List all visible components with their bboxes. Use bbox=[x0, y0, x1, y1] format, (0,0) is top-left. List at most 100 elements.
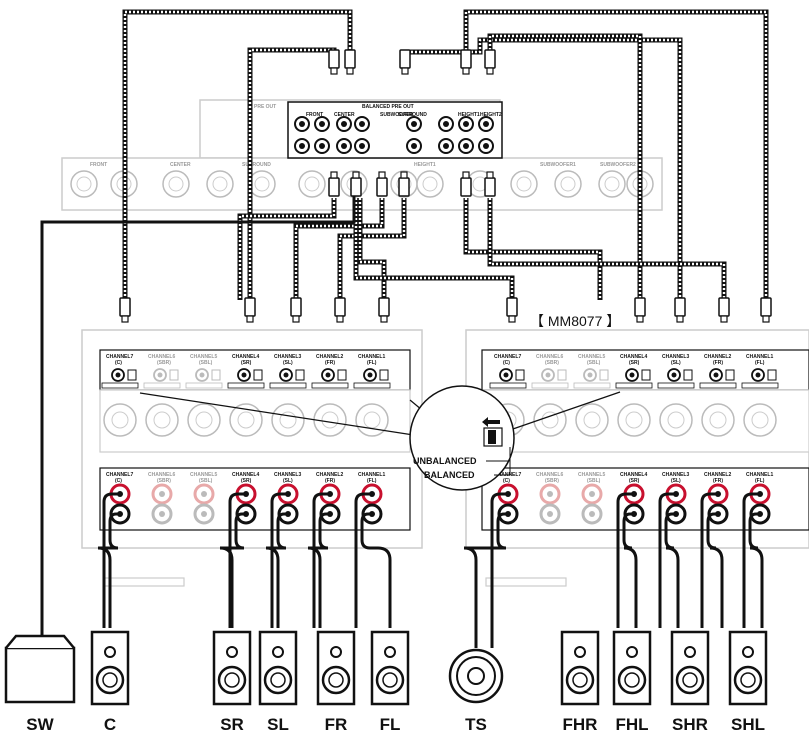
preamp-rca-jack[interactable] bbox=[478, 138, 494, 154]
preamp-rca-jack[interactable] bbox=[354, 116, 370, 132]
switch-label-plate bbox=[269, 382, 307, 389]
preamp-rca-jack[interactable] bbox=[438, 116, 454, 132]
input-rca-jack[interactable] bbox=[709, 368, 723, 382]
balanced-switch[interactable] bbox=[337, 369, 347, 381]
input-rca-jack[interactable] bbox=[237, 368, 251, 382]
channel-name: CHANNEL5 bbox=[578, 354, 605, 360]
preamp-rca-jack[interactable] bbox=[406, 138, 422, 154]
balanced-switch[interactable] bbox=[641, 369, 651, 381]
preamp-rca-jack[interactable] bbox=[458, 138, 474, 154]
speaker-post-negative[interactable] bbox=[539, 503, 561, 525]
speaker-post-positive[interactable] bbox=[581, 483, 603, 505]
speaker-sl[interactable] bbox=[258, 630, 298, 706]
speaker-ts[interactable] bbox=[448, 648, 504, 704]
balanced-switch[interactable] bbox=[379, 369, 389, 381]
callout-unbalanced-label: UNBALANCED bbox=[413, 456, 477, 466]
preamp-rca-jack[interactable] bbox=[406, 116, 422, 132]
xlr-input-jack[interactable] bbox=[743, 403, 777, 437]
balanced-switch[interactable] bbox=[127, 369, 137, 381]
speaker-sw[interactable] bbox=[4, 634, 76, 704]
speaker-fr[interactable] bbox=[316, 630, 356, 706]
channel-sub: (FR) bbox=[713, 360, 723, 366]
amp-channel: CHANNEL6(SBR)CHANNEL6(SBR) bbox=[531, 354, 569, 525]
input-rca-jack[interactable] bbox=[279, 368, 293, 382]
xlr-input-jack[interactable] bbox=[145, 403, 179, 437]
speaker-post-negative[interactable] bbox=[151, 503, 173, 525]
channel-name: CHANNEL4 bbox=[620, 354, 647, 360]
xlr-input-jack[interactable] bbox=[617, 403, 651, 437]
xlr-input-jack[interactable] bbox=[701, 403, 735, 437]
rca-plug bbox=[506, 297, 518, 323]
balanced-switch[interactable] bbox=[295, 369, 305, 381]
speaker-c[interactable] bbox=[90, 630, 130, 706]
xlr-input-jack[interactable] bbox=[575, 403, 609, 437]
switch-label-plate bbox=[101, 382, 139, 389]
rca-cable-braid bbox=[338, 198, 406, 300]
preamp-rca-jack[interactable] bbox=[294, 138, 310, 154]
switch-knob bbox=[488, 430, 496, 444]
channel-sub: (C) bbox=[115, 478, 122, 484]
balanced-switch[interactable] bbox=[767, 369, 777, 381]
preamp-rca-jack[interactable] bbox=[294, 116, 310, 132]
xlr-input-jack[interactable] bbox=[533, 403, 567, 437]
balanced-switch[interactable] bbox=[725, 369, 735, 381]
speaker-shr[interactable] bbox=[670, 630, 710, 706]
balanced-switch[interactable] bbox=[253, 369, 263, 381]
channel-name: CHANNEL6 bbox=[536, 354, 563, 360]
preamp-rca-jack[interactable] bbox=[354, 138, 370, 154]
switch-label-plate bbox=[657, 382, 695, 389]
preamp-rca-jack[interactable] bbox=[314, 116, 330, 132]
input-rca-jack[interactable] bbox=[583, 368, 597, 382]
xlr-input-jack[interactable] bbox=[103, 403, 137, 437]
speaker-cable bbox=[307, 512, 330, 628]
input-rca-jack[interactable] bbox=[321, 368, 335, 382]
balanced-switch[interactable] bbox=[515, 369, 525, 381]
input-rca-jack[interactable] bbox=[363, 368, 377, 382]
balanced-switch[interactable] bbox=[683, 369, 693, 381]
input-rca-jack[interactable] bbox=[111, 368, 125, 382]
xlr-input-jack[interactable] bbox=[355, 403, 389, 437]
input-rca-jack[interactable] bbox=[625, 368, 639, 382]
input-rca-jack[interactable] bbox=[751, 368, 765, 382]
switch-label-plate bbox=[311, 382, 349, 389]
faded-zone-label: HEIGHT1 bbox=[414, 162, 436, 168]
rca-plug bbox=[484, 49, 496, 75]
rca-plug bbox=[760, 297, 772, 323]
speaker-fhr[interactable] bbox=[560, 630, 600, 706]
rca-cable bbox=[463, 9, 769, 300]
preamp-rca-jack[interactable] bbox=[336, 138, 352, 154]
input-rca-jack[interactable] bbox=[153, 368, 167, 382]
speaker-post-positive[interactable] bbox=[539, 483, 561, 505]
switch-label-plate bbox=[531, 382, 569, 389]
channel-sub: (FL) bbox=[367, 478, 377, 484]
balanced-switch[interactable] bbox=[599, 369, 609, 381]
rca-plug bbox=[674, 297, 686, 323]
xlr-input-jack[interactable] bbox=[229, 403, 263, 437]
preamp-rca-jack[interactable] bbox=[458, 116, 474, 132]
speaker-post-negative[interactable] bbox=[193, 503, 215, 525]
preamp-rca-jack[interactable] bbox=[314, 138, 330, 154]
switch-label-plate bbox=[185, 382, 223, 389]
speaker-fhl[interactable] bbox=[612, 630, 652, 706]
xlr-input-jack[interactable] bbox=[271, 403, 305, 437]
channel-name: CHANNEL1 bbox=[746, 354, 773, 360]
speaker-post-negative[interactable] bbox=[581, 503, 603, 525]
speaker-post-positive[interactable] bbox=[193, 483, 215, 505]
xlr-input-jack[interactable] bbox=[313, 403, 347, 437]
preamp-rca-jack[interactable] bbox=[478, 116, 494, 132]
speaker-shl[interactable] bbox=[728, 630, 768, 706]
xlr-input-jack[interactable] bbox=[187, 403, 221, 437]
speaker-sr[interactable] bbox=[212, 630, 252, 706]
input-rca-jack[interactable] bbox=[667, 368, 681, 382]
speaker-fl[interactable] bbox=[370, 630, 410, 706]
xlr-input-jack[interactable] bbox=[659, 403, 693, 437]
balanced-switch[interactable] bbox=[557, 369, 567, 381]
balanced-switch[interactable] bbox=[211, 369, 221, 381]
input-rca-jack[interactable] bbox=[499, 368, 513, 382]
preamp-rca-jack[interactable] bbox=[336, 116, 352, 132]
input-rca-jack[interactable] bbox=[541, 368, 555, 382]
balanced-switch[interactable] bbox=[169, 369, 179, 381]
preamp-rca-jack[interactable] bbox=[438, 138, 454, 154]
input-rca-jack[interactable] bbox=[195, 368, 209, 382]
speaker-post-positive[interactable] bbox=[151, 483, 173, 505]
